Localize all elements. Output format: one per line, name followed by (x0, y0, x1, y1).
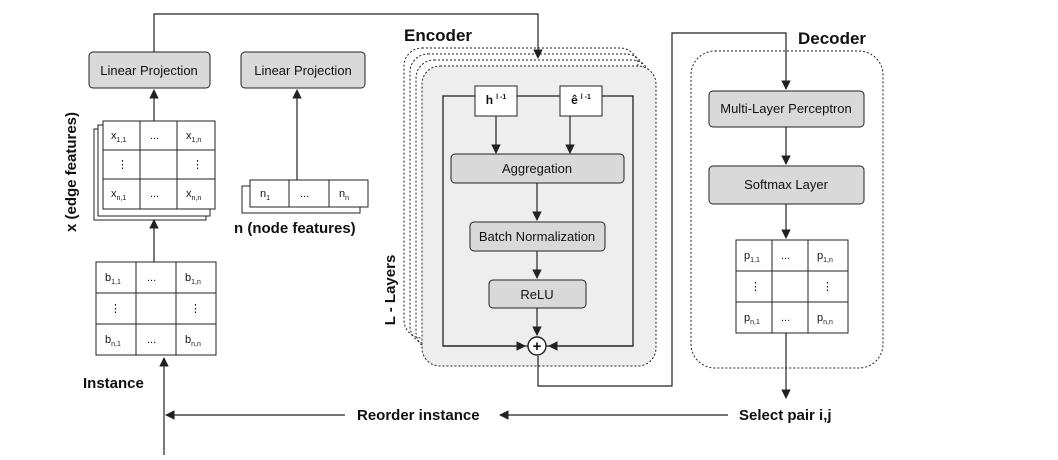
decoder-panel (690, 50, 884, 369)
relu-label: ReLU (520, 287, 553, 302)
n-cell-mid: ... (300, 188, 309, 200)
b-cell-n-n: bn,n (185, 334, 201, 348)
instance-matrix: b1,1 ... b1,n ⋮ ⋮ bn,1 ... bn,n (95, 261, 217, 356)
reorder-instance-label: Reorder instance (357, 407, 480, 424)
x-cell-1-1: x1,1 (111, 130, 126, 144)
encoder-to-decoder-connector (537, 32, 791, 387)
instance-label: Instance (83, 375, 144, 392)
b-cell-2-1: ⋮ (110, 303, 121, 315)
x-cell-n-1: xn,1 (111, 188, 126, 202)
edge-features-label: x (edge features) (63, 112, 80, 232)
node-projection-box (240, 51, 366, 89)
n-cell-n: nn (339, 188, 349, 202)
x-cell-n-n: xn,n (186, 188, 201, 202)
b-cell-n-mid: ... (147, 334, 156, 346)
plus-symbol: + (533, 338, 542, 355)
encoder-panel (421, 65, 657, 367)
softmax-label: Softmax Layer (744, 177, 828, 192)
b-cell-n-1: bn,1 (105, 334, 121, 348)
batch-norm-label: Batch Normalization (479, 229, 595, 244)
mlp-label: Multi-Layer Perceptron (720, 101, 852, 116)
x-cell-2-1: ⋮ (117, 159, 128, 171)
x-cell-1-n: x1,n (186, 130, 201, 144)
p-cell-n-mid: ... (781, 312, 790, 324)
edge-projection-label: Linear Projection (100, 63, 198, 78)
b-matrix-frame (95, 261, 217, 356)
p-cell-1-mid: ... (781, 250, 790, 262)
p-cell-2-n: ⋮ (822, 281, 833, 293)
edge-projection-to-encoder-connector (153, 13, 543, 59)
node-features-block: Linear Projection n1 ... nn n (node feat… (234, 51, 369, 237)
decoder-block: Decoder Multi-Layer Perceptron Softmax L… (690, 29, 884, 399)
p-matrix-frame (735, 239, 849, 334)
n-vector-frame (249, 179, 369, 208)
n-cell-1: n1 (260, 188, 270, 202)
x-matrix-frame (102, 120, 216, 210)
residual-add-node (527, 336, 547, 356)
select-pair-label: Select pair i,j (739, 407, 832, 424)
connectors (153, 13, 791, 420)
x-cell-2-n: ⋮ (192, 159, 203, 171)
p-cell-2-1: ⋮ (750, 281, 761, 293)
layers-label: L - Layers (382, 255, 399, 326)
p-cell-n-n: pn,n (817, 312, 833, 326)
x-cell-1-mid: ... (150, 130, 159, 142)
encoder-title: Encoder (404, 26, 472, 45)
aggregation-label: Aggregation (502, 161, 572, 176)
edge-features-block: Linear Projection x1,1 ... x1,n ⋮ ⋮ xn,1… (63, 51, 216, 262)
p-cell-1-1: p1,1 (744, 250, 760, 264)
p-cell-1-n: p1,n (817, 250, 833, 264)
edge-feature-matrix: x1,1 ... x1,n ⋮ ⋮ xn,1 ... xn,n (102, 120, 216, 210)
b-cell-1-mid: ... (147, 272, 156, 284)
b-cell-1-1: b1,1 (105, 272, 121, 286)
e-input-box (559, 85, 603, 117)
instance-block: b1,1 ... b1,n ⋮ ⋮ bn,1 ... bn,n Instance (83, 261, 217, 455)
x-cell-n-mid: ... (150, 188, 159, 200)
node-feature-vector: n1 ... nn (249, 179, 369, 208)
b-cell-1-n: b1,n (185, 272, 201, 286)
b-cell-2-n: ⋮ (190, 303, 201, 315)
node-projection-label: Linear Projection (254, 63, 352, 78)
output-probability-matrix: p1,1 ... p1,n ⋮ ⋮ pn,1 ... pn,n (735, 239, 849, 334)
edge-projection-box (88, 51, 211, 89)
p-cell-n-1: pn,1 (744, 312, 760, 326)
decoder-title: Decoder (798, 29, 866, 48)
node-features-label: n (node features) (234, 220, 356, 237)
h-input-box (474, 85, 518, 117)
